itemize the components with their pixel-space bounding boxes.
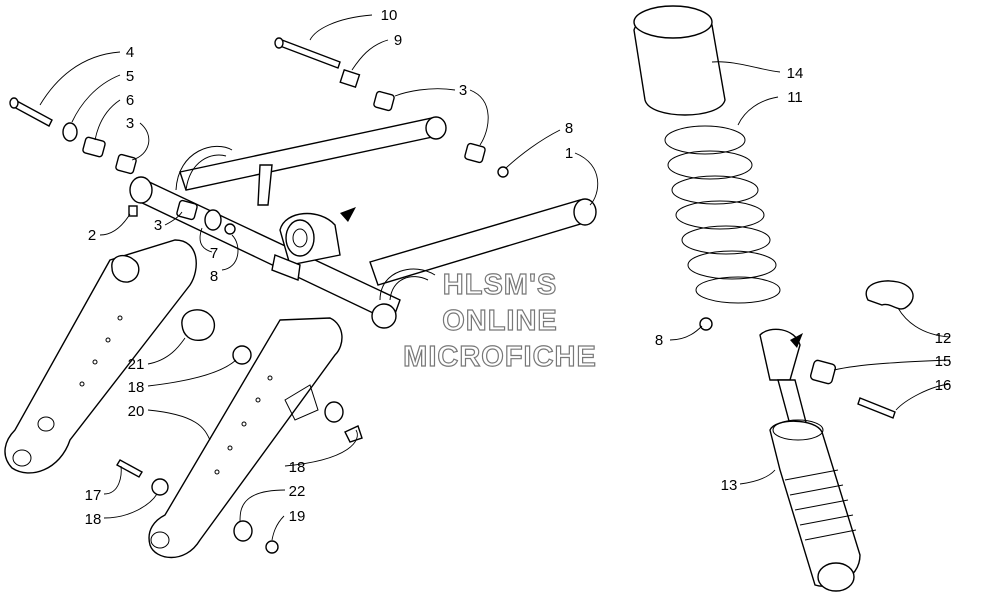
callout-3-left: 3 bbox=[126, 115, 134, 132]
callout-12: 12 bbox=[935, 330, 952, 347]
callout-2: 2 bbox=[88, 227, 96, 244]
callout-14: 14 bbox=[787, 65, 804, 82]
boot-14 bbox=[633, 5, 726, 116]
callout-18-a: 18 bbox=[128, 379, 145, 396]
callout-6: 6 bbox=[126, 92, 134, 109]
bushing-9 bbox=[339, 68, 361, 89]
callout-5: 5 bbox=[126, 68, 134, 85]
callout-9: 9 bbox=[394, 32, 402, 49]
wing-nut-22 bbox=[344, 425, 363, 443]
callout-15: 15 bbox=[935, 353, 952, 370]
watermark-line-3: MICROFICHE bbox=[403, 341, 597, 373]
callout-10: 10 bbox=[381, 7, 398, 24]
callout-13: 13 bbox=[721, 477, 738, 494]
callout-8-shock: 8 bbox=[655, 332, 663, 349]
spring-11 bbox=[664, 125, 781, 304]
a-arm-assembly bbox=[129, 116, 597, 329]
washer-18-b bbox=[324, 401, 344, 423]
watermark: HLSM'S ONLINE MICROFICHE bbox=[403, 268, 597, 373]
callout-8-left: 8 bbox=[210, 268, 218, 285]
callout-1: 1 bbox=[565, 145, 573, 162]
callout-4: 4 bbox=[126, 44, 134, 61]
callout-18-c: 18 bbox=[85, 511, 102, 528]
watermark-line-1: HLSM'S bbox=[443, 269, 557, 301]
callout-3-lower: 3 bbox=[154, 217, 162, 234]
shock-absorber-13 bbox=[759, 328, 861, 592]
callout-18-b: 18 bbox=[289, 459, 306, 476]
nut-8-right bbox=[497, 166, 509, 178]
leader-lines bbox=[39, 14, 951, 541]
callout-16: 16 bbox=[935, 377, 952, 394]
nut-19 bbox=[265, 540, 279, 554]
bolt-16 bbox=[857, 397, 896, 419]
bolt-10 bbox=[274, 37, 341, 69]
bolt-4 bbox=[9, 97, 53, 127]
washer-18-d bbox=[233, 520, 253, 542]
bushing-3-top bbox=[373, 90, 395, 112]
callout-22: 22 bbox=[289, 483, 306, 500]
callout-19: 19 bbox=[289, 508, 306, 525]
callout-21: 21 bbox=[128, 356, 145, 373]
washer-5 bbox=[62, 122, 78, 142]
callout-7: 7 bbox=[210, 245, 218, 262]
rear-arm-right bbox=[148, 317, 343, 559]
bushing-6 bbox=[82, 136, 106, 158]
callout-8-right: 8 bbox=[565, 120, 573, 137]
callout-labels: 10 9 3 4 5 6 3 8 1 2 3 7 8 21 18 20 18 2… bbox=[85, 7, 952, 528]
callout-20: 20 bbox=[128, 403, 145, 420]
nut-8-shock bbox=[699, 317, 713, 331]
bushing-3-lower bbox=[176, 199, 198, 221]
knob-21 bbox=[181, 309, 216, 342]
grease-fitting-2 bbox=[128, 205, 138, 217]
bushing-15 bbox=[809, 359, 837, 385]
bushing-3-left bbox=[115, 153, 137, 175]
bolt-17 bbox=[116, 459, 143, 478]
rear-arm-left bbox=[4, 239, 197, 474]
washer-18-c bbox=[151, 478, 169, 496]
nut-8-left bbox=[224, 223, 236, 235]
washer-7 bbox=[204, 209, 222, 231]
retainer-12 bbox=[865, 280, 914, 310]
callout-3-top: 3 bbox=[459, 82, 467, 99]
callout-11: 11 bbox=[787, 89, 803, 106]
bushing-3-right bbox=[464, 142, 486, 164]
watermark-line-2: ONLINE bbox=[442, 305, 558, 337]
callout-17: 17 bbox=[85, 487, 102, 504]
washer-18-a bbox=[232, 345, 252, 365]
